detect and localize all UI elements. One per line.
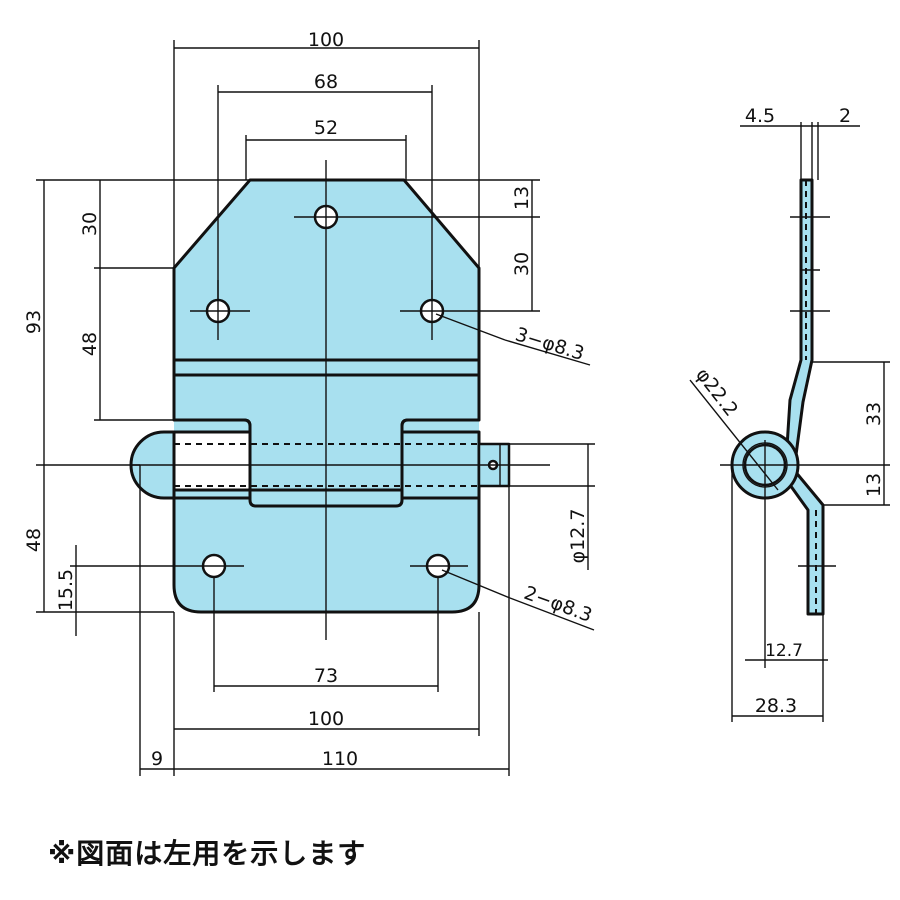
dim-side-4-5: 4.5 — [745, 105, 775, 127]
dim-left-48-lower: 48 — [23, 528, 45, 552]
dim-left-15-5: 15.5 — [55, 569, 77, 611]
dim-side-33: 33 — [863, 402, 885, 426]
dim-side-28-3: 28.3 — [755, 695, 797, 717]
front-view: 100 68 52 93 48 30 48 15.5 13 30 — [23, 29, 595, 776]
dim-top-flat: 52 — [314, 117, 338, 139]
dim-side-12-7: 12.7 — [765, 641, 803, 661]
dim-top-overall: 100 — [308, 29, 344, 51]
upper-holes-callout: 3−φ8.3 — [513, 323, 587, 365]
dim-right-13: 13 — [511, 186, 533, 210]
lower-holes-callout: 2−φ8.3 — [521, 582, 595, 627]
dim-knuckle-dia: φ22.2 — [691, 364, 742, 421]
footer-note: ※図面は左用を示します — [48, 837, 367, 870]
dim-bottom-110: 110 — [322, 748, 358, 770]
dim-bottom-73: 73 — [314, 665, 338, 687]
dim-top-holes: 68 — [314, 71, 338, 93]
dim-side-2: 2 — [839, 105, 851, 127]
side-leaf — [783, 178, 825, 616]
dim-left-93: 93 — [23, 310, 45, 334]
dim-bottom-9: 9 — [151, 748, 163, 770]
leaf-cutout — [174, 420, 479, 506]
dim-pin-dia: φ12.7 — [567, 509, 589, 564]
dim-left-48-upper: 48 — [79, 332, 101, 356]
side-view: 4.5 2 φ22.2 33 13 12.7 28.3 — [689, 105, 890, 722]
dim-bottom-100: 100 — [308, 708, 344, 730]
dim-side-13: 13 — [863, 473, 885, 497]
dim-right-30: 30 — [511, 252, 533, 276]
dim-left-30: 30 — [79, 212, 101, 236]
